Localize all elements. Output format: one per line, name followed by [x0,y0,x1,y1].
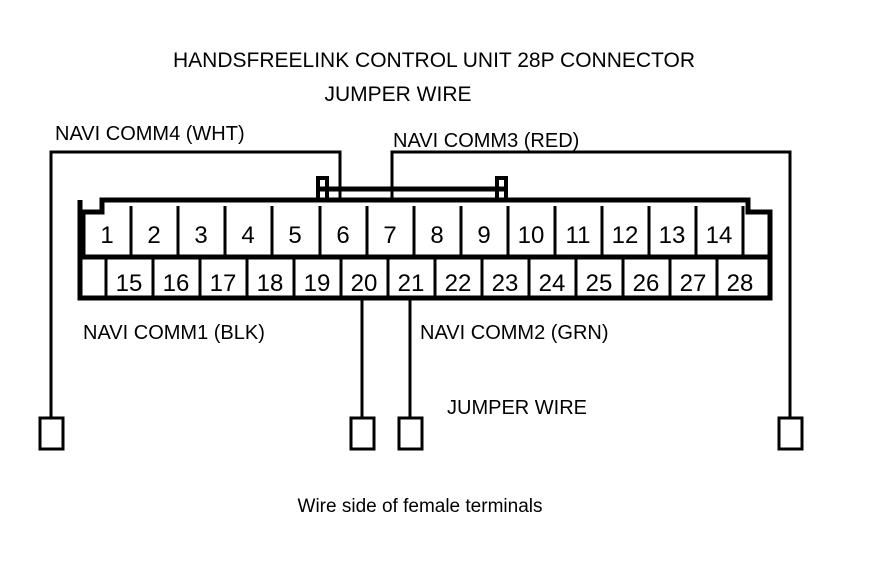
pin-number: 21 [398,270,425,297]
terminal-box-comm1 [349,416,376,451]
terminal-box-comm2 [397,416,424,451]
pin-number: 5 [288,222,301,249]
bottom-row-pin-numbers: 15 16 17 18 19 20 21 22 23 24 25 26 27 2… [116,270,754,297]
pin-number: 17 [210,270,237,297]
pin-number: 4 [241,222,254,249]
pin-number: 13 [659,222,686,249]
pin-number: 9 [477,222,490,249]
diagram-caption: Wire side of female terminals [298,496,543,517]
label-navi-comm3: NAVI COMM3 (RED) [393,130,579,152]
pin-number: 18 [257,270,284,297]
pin-number: 14 [706,222,733,249]
leader-comm4 [49,150,342,420]
pin-number: 20 [351,270,378,297]
pin-number: 19 [304,270,331,297]
diagram-title-line2: JUMPER WIRE [325,83,472,106]
pin-number: 25 [586,270,613,297]
bottom-row-dividers [104,257,719,298]
pin-number: 12 [612,222,639,249]
connector-body [77,197,773,301]
pin-number: 8 [430,222,443,249]
pin-number: 10 [518,222,545,249]
pin-number: 27 [680,270,707,297]
diagram-title-line1: HANDSFREELINK CONTROL UNIT 28P CONNECTOR [173,49,695,72]
pin-number: 22 [445,270,472,297]
pin-number: 7 [383,222,396,249]
pin-number: 15 [116,270,143,297]
top-row-dividers [82,206,745,257]
pin-number: 2 [147,222,160,249]
pin-number: 6 [336,222,349,249]
pin-number: 1 [100,222,113,249]
terminal-box-comm3 [777,416,804,451]
leader-comm3 [390,150,792,420]
label-navi-comm4: NAVI COMM4 (WHT) [55,123,245,145]
pin-number: 26 [633,270,660,297]
pin-number: 24 [539,270,566,297]
pin-number: 16 [163,270,190,297]
terminal-box-comm4 [38,416,65,451]
top-row-pin-numbers: 1 2 3 4 5 6 7 8 9 10 11 12 13 14 [100,222,732,249]
label-navi-comm2: NAVI COMM2 (GRN) [420,322,609,344]
pin-number: 3 [194,222,207,249]
female-terminals [38,416,804,451]
label-jumper-wire-bottom: JUMPER WIRE [447,397,587,419]
label-navi-comm1: NAVI COMM1 (BLK) [83,322,265,344]
pin-number: 11 [566,222,591,249]
pin-number: 28 [727,270,754,297]
pin-number: 23 [492,270,519,297]
